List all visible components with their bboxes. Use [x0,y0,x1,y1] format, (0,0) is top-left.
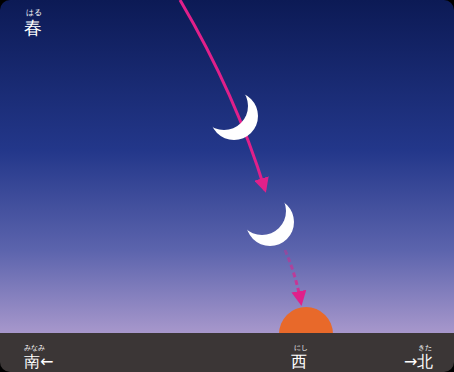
furigana: にし [294,345,308,352]
season-label: 春 [24,19,42,37]
direction-label: →北 [404,354,433,370]
furigana: きた [418,345,432,352]
furigana: はる [26,9,42,17]
furigana: みなみ [24,345,45,352]
direction-label: 西 [291,354,307,370]
direction-label: 南← [24,354,53,370]
